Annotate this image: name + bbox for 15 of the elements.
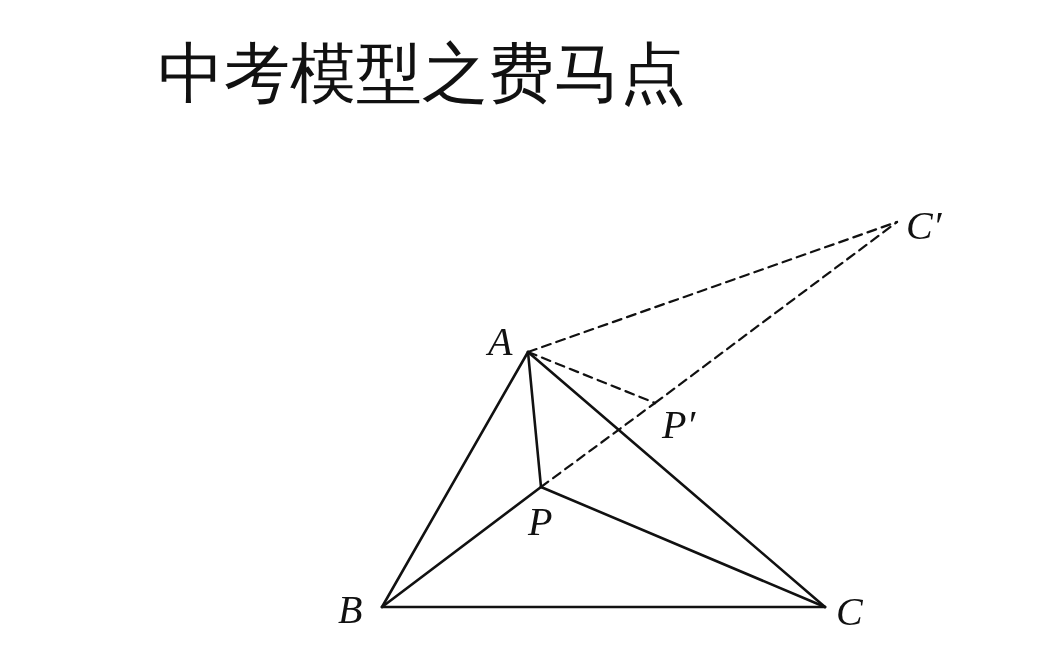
point-label: B — [338, 590, 363, 630]
line-segment — [380, 350, 530, 609]
line-segment — [380, 485, 543, 609]
point-label: P — [528, 502, 553, 542]
point-label: C′ — [906, 206, 942, 246]
dashed-line — [526, 350, 657, 405]
line-segment — [526, 350, 543, 489]
line-segment — [539, 485, 827, 609]
dashed-line — [526, 220, 899, 354]
dashed-line — [539, 401, 657, 489]
point-label: P′ — [662, 405, 696, 445]
title: 中考模型之费马点 — [158, 38, 686, 111]
point-label: A — [488, 322, 513, 362]
dashed-line — [653, 220, 899, 405]
point-label: C — [836, 592, 863, 632]
